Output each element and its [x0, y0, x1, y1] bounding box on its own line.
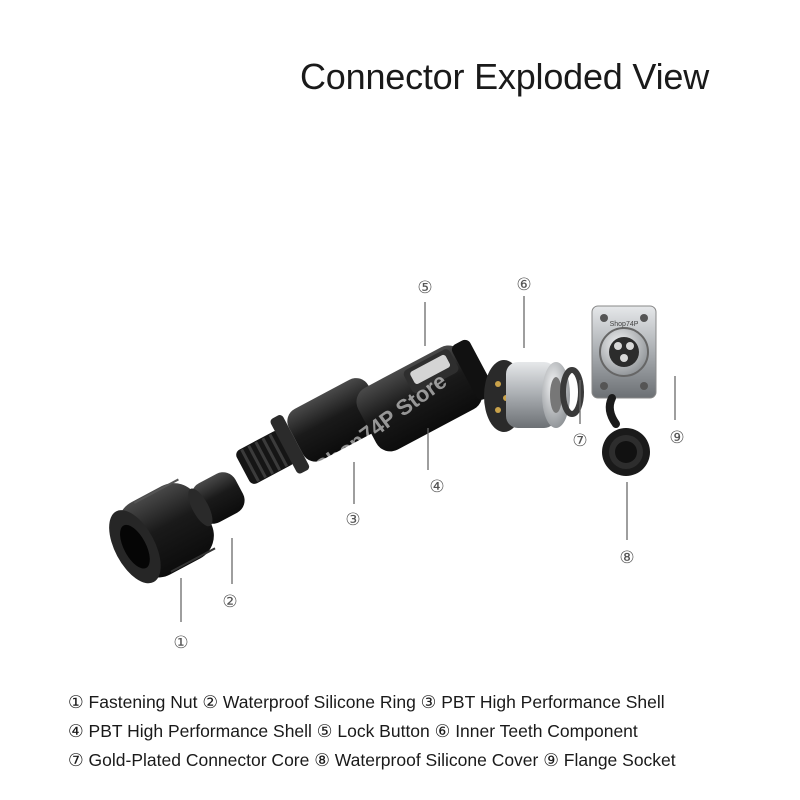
silicone-cover [602, 394, 650, 476]
page-title: Connector Exploded View [300, 56, 709, 97]
callout-9: ⑨ [669, 428, 684, 448]
pbt-shell-front [356, 339, 495, 452]
legend-line-2: ④ PBT High Performance Shell ⑤ Lock Butt… [68, 721, 638, 741]
callout-1: ① [173, 633, 188, 653]
fastening-nut [109, 478, 216, 584]
silicone-ring [188, 472, 245, 527]
callout-2: ② [222, 592, 237, 612]
flange-label: Shop74P [610, 321, 639, 328]
legend-line-1: ① Fastening Nut ② Waterproof Silicone Ri… [68, 692, 665, 712]
connector-core-ring [560, 367, 584, 417]
callout-6: ⑥ [516, 275, 531, 295]
inner-teeth-component [484, 360, 570, 432]
callout-5: ⑤ [417, 278, 432, 298]
legend-line-3: ⑦ Gold-Plated Connector Core ⑧ Waterproo… [68, 750, 676, 770]
leader-lines [180, 296, 676, 622]
callout-4: ④ [429, 477, 444, 497]
callout-7: ⑦ [572, 431, 587, 451]
callout-3: ③ [345, 510, 360, 530]
callout-8: ⑧ [619, 548, 634, 568]
flange-socket: Shop74P [591, 305, 657, 399]
